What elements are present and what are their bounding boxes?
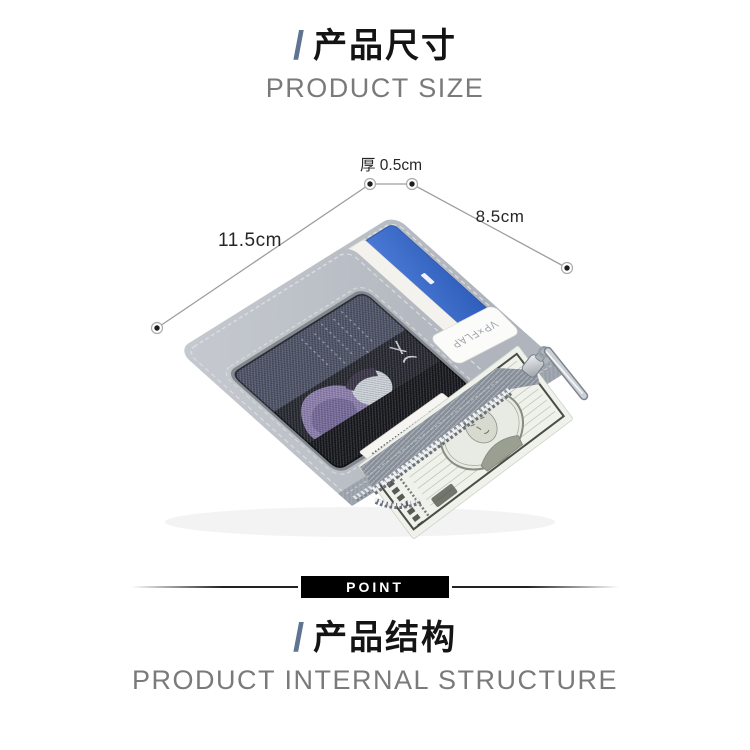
wallet-body: VP×FLAP [184,219,569,506]
tape-stitching [365,377,503,478]
page-subtitle-en: PRODUCT SIZE [265,73,485,103]
measurement-annotation: 11.5cm 厚 0.5cm 8.5cm [150,157,574,335]
header-section: /产品尺寸 PRODUCT SIZE [0,24,750,103]
accent-slash: / [292,24,307,68]
portrait-features [470,416,490,435]
divider-line-right [452,586,619,588]
footer-accent-slash: / [292,616,307,660]
front-panel-stitching [190,253,510,497]
footer-section: /产品结构 PRODUCT INTERNAL STRUCTURE [0,616,750,695]
portrait-shoulders [480,435,524,472]
wallet-shadow [165,507,555,537]
thickness-label: 厚 0.5cm [360,157,422,174]
measurement-dots [150,177,574,335]
footer-title-zh: 产品结构 [313,619,458,657]
length-label: 11.5cm [218,230,282,251]
page-title-zh: 产品尺寸 [313,27,458,65]
point-badge: POINT [301,576,449,598]
zipper-pull [521,346,589,401]
point-badge-row: POINT [0,575,750,599]
measurement-lines [156,183,568,329]
zipper-teeth [371,387,513,509]
divider-line-left [131,586,298,588]
footer-subtitle-en: PRODUCT INTERNAL STRUCTURE [131,665,619,695]
page-title: /产品尺寸 [0,24,750,68]
width-label: 8.5cm [476,207,525,226]
id-window [225,286,477,475]
brand-card: VP×FLAP [432,306,518,364]
bill-denomination-mark [431,484,458,507]
blue-card-mark [420,273,435,285]
zipper-teeth-closed [352,450,430,500]
footer-title: /产品结构 [0,616,750,660]
